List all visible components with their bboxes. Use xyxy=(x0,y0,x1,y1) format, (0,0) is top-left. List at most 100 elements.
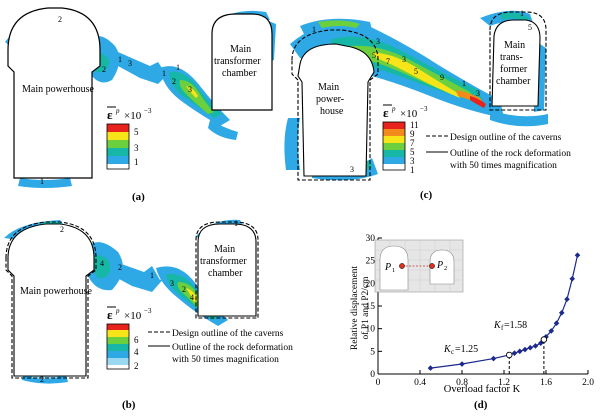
panel-a-legend: ε p ×10 −3 5 3 1 xyxy=(106,106,152,170)
key-dashed-label: Design outline of the caverns xyxy=(172,328,284,339)
k-marker-point xyxy=(506,351,513,359)
panel-c-transformer-label-2: trans- xyxy=(500,52,523,63)
data-point xyxy=(459,361,465,367)
contour-label: 2 xyxy=(182,285,186,294)
point-p1 xyxy=(399,263,405,269)
kf-value: =1.58 xyxy=(504,320,527,331)
y-axis-title-line-2: of P1 and P2/cm xyxy=(360,276,371,340)
panel-b-transformer-label-2: transformer xyxy=(200,256,247,267)
panel-b-powerhouse-design-outline xyxy=(5,221,97,379)
legend-swatch xyxy=(107,358,129,365)
panel-a-powerhouse-label: Main powerhouse xyxy=(22,84,94,95)
legend-swatch xyxy=(107,132,129,140)
x-tick-label: 0 xyxy=(376,378,381,388)
p2-label: P xyxy=(436,260,443,271)
kf-symbol: K xyxy=(493,320,502,331)
contour-label: 5 xyxy=(372,51,376,60)
contour-label: 2 xyxy=(40,375,44,384)
panel-c: Main power- house Main trans- former cha… xyxy=(284,9,571,201)
panel-a-transformer-outline xyxy=(211,13,273,111)
legend-symbol-superscript: p xyxy=(391,105,396,113)
contour-label: 5 xyxy=(528,23,532,32)
data-point xyxy=(569,276,576,282)
key-solid-label-2: with 50 times magnification xyxy=(172,354,279,365)
panel-c-transformer-label-1: Main xyxy=(504,40,525,51)
contour-label: 3 xyxy=(402,55,406,64)
data-point xyxy=(532,343,539,349)
panel-c-powerhouse-design-outline xyxy=(291,29,379,181)
panel-b-powerhouse-label: Main powerhouse xyxy=(20,286,92,297)
legend-scale: ×10 xyxy=(400,108,418,120)
legend-level: 3 xyxy=(134,143,139,153)
key-solid-label-1: Outline of the rock deformation xyxy=(172,342,293,353)
contour-label: 1 xyxy=(162,69,166,78)
key-solid-label-1: Outline of the rock deformation xyxy=(450,148,571,159)
legend-swatch xyxy=(383,164,405,170)
p1-subscript: 1 xyxy=(392,267,395,274)
x-tick-label: 0.8 xyxy=(456,378,468,388)
k-marker-point xyxy=(540,336,548,343)
contour-label: 1 xyxy=(40,177,44,186)
panel-a-transformer-label-1: Main xyxy=(230,44,251,55)
legend-swatch xyxy=(383,129,405,136)
legend-symbol: ε xyxy=(107,307,113,322)
x-tick-label: 1.2 xyxy=(498,378,510,388)
contour-label: 3 xyxy=(376,37,380,46)
panel-a: Main powerhouse Main transformer chamber… xyxy=(5,7,276,203)
key-solid-label-2: with 50 times magnification xyxy=(450,160,557,171)
panel-c-legend: ε p ×10 −3 11 9 7 5 3 1 xyxy=(382,104,428,175)
legend-swatch xyxy=(107,164,129,169)
x-tick-label: 0.4 xyxy=(414,378,426,388)
data-point xyxy=(553,320,560,327)
legend-swatch xyxy=(107,324,129,330)
data-point xyxy=(490,355,497,362)
contour-label: 1 xyxy=(176,63,180,72)
contour-label: 7 xyxy=(386,57,390,66)
panel-b-transformer-label-1: Main xyxy=(214,244,235,255)
y-tick-label: 20 xyxy=(366,279,376,289)
legend-exponent: −3 xyxy=(144,107,152,115)
legend-exponent: −3 xyxy=(144,307,152,315)
legend-level: 5 xyxy=(410,147,415,157)
data-point xyxy=(548,328,555,334)
data-point xyxy=(522,346,528,353)
panel-a-label: (a) xyxy=(132,191,145,203)
panel-c-powerhouse-label-1: Main xyxy=(318,82,339,93)
panel-c-line-key: Design outline of the caverns Outline of… xyxy=(426,132,571,171)
panel-b-powerhouse-outline xyxy=(7,223,95,377)
contour-label: 1 xyxy=(312,25,316,34)
contour-label: 1 xyxy=(150,271,154,280)
data-point xyxy=(543,334,549,340)
legend-level: 4 xyxy=(134,347,139,357)
panel-d-label: (d) xyxy=(474,399,488,411)
data-point xyxy=(558,310,565,316)
legend-swatch xyxy=(107,156,129,164)
contour-label: 3 xyxy=(188,85,192,94)
legend-exponent: −3 xyxy=(420,105,428,113)
legend-swatch xyxy=(107,330,129,337)
kc-subscript: c xyxy=(451,348,454,356)
contour-label: 4 xyxy=(190,293,194,302)
data-point xyxy=(527,344,534,351)
p2-subscript: 2 xyxy=(444,265,447,272)
legend-swatch xyxy=(383,143,405,150)
legend-swatch xyxy=(107,337,129,344)
legend-swatch xyxy=(107,351,129,358)
y-axis-title-line-1: Relative displacement xyxy=(350,266,360,351)
panel-c-powerhouse-label-2: power- xyxy=(316,94,344,105)
legend-swatch xyxy=(107,344,129,351)
chart-annotations: K c =1.25 K f =1.58 xyxy=(443,320,527,356)
panel-c-contour-labels: 1 3 5 7 3 5 9 1 3 1 5 3 xyxy=(312,9,532,174)
panel-b-legend: ε p ×10 −3 6 4 2 xyxy=(106,306,152,371)
legend-swatch xyxy=(107,365,129,369)
legend-level: 1 xyxy=(134,157,139,167)
panel-c-powerhouse-outline xyxy=(297,43,375,177)
legend-swatch xyxy=(383,136,405,143)
data-point xyxy=(511,350,518,356)
panel-b-transformer-outline xyxy=(197,223,257,317)
panel-b-label: (b) xyxy=(122,399,136,411)
contour-label: 1 xyxy=(234,219,238,228)
legend-symbol: ε xyxy=(107,107,113,122)
panel-b: Main powerhouse Main transformer chamber… xyxy=(4,219,293,411)
